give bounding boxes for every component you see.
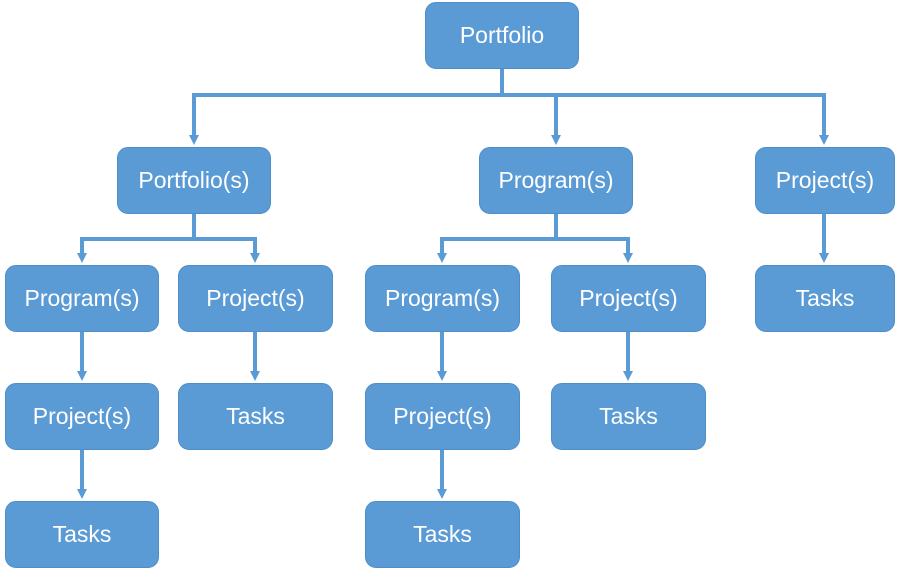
connector-root-to-projects [556,93,829,145]
node-pf-project-tasks: Tasks [178,383,333,450]
connector-root-to-portfolios [189,69,504,145]
connector-programs-to-project [556,237,633,263]
node-portfolios-program: Program(s) [5,265,159,332]
node-pf-program-project: Project(s) [5,383,159,450]
node-portfolios-project: Project(s) [178,265,333,332]
node-portfolio: Portfolio [425,2,579,69]
connector-programs-to-program [437,214,558,263]
node-pg-program-project: Project(s) [365,383,520,450]
node-projects: Project(s) [755,147,895,214]
node-programs: Program(s) [479,147,633,214]
node-pg-project-tasks: Tasks [551,383,706,450]
node-projects-tasks: Tasks [755,265,895,332]
node-pf-program-project-tasks: Tasks [5,501,159,568]
connector-portfolios-to-program [77,214,196,263]
node-portfolios: Portfolio(s) [117,147,271,214]
node-programs-project: Project(s) [551,265,706,332]
connector-portfolios-to-project [194,237,260,263]
connector-root-to-programs [502,93,561,145]
node-pg-program-project-tasks: Tasks [365,501,520,568]
node-programs-program: Program(s) [365,265,520,332]
